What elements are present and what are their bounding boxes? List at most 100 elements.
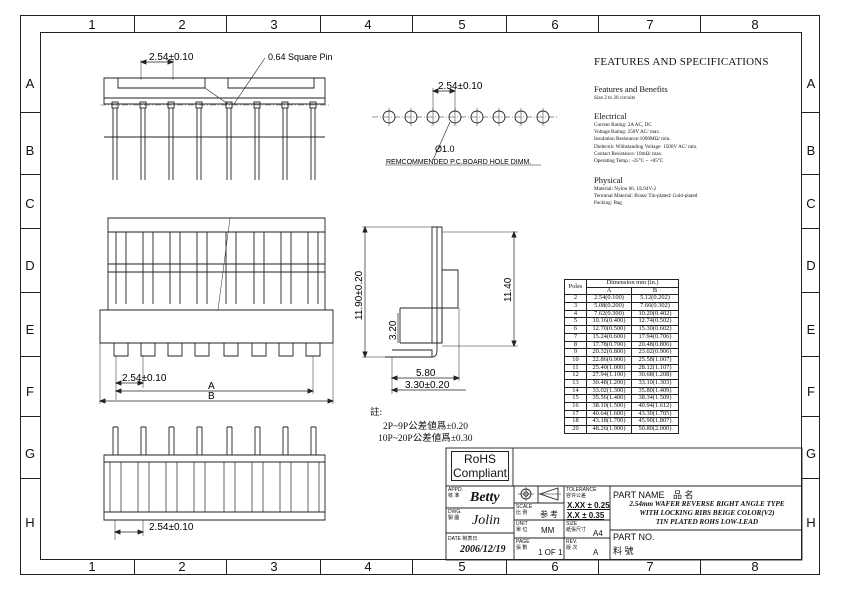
dim-a-cell: 22.86(0.900) <box>586 355 632 365</box>
size-cn: 紙張尺寸 <box>566 526 587 533</box>
unit-label: UNIT <box>516 521 528 527</box>
dwg-cn: 製 圖 <box>448 514 460 521</box>
row-label: E <box>25 322 35 337</box>
side-view <box>362 225 518 394</box>
col-label: 3 <box>270 17 278 32</box>
page-cn: 張 數 <box>516 544 528 551</box>
poles-cell: 13 <box>564 378 587 388</box>
row-label: H <box>25 515 35 530</box>
dim-a-cell: 48.26(1.900) <box>586 425 632 434</box>
dim-a-cell: 30.48(1.200) <box>586 378 632 388</box>
col-label: 8 <box>751 559 759 574</box>
notes-heading: 註: <box>370 408 383 418</box>
physical-heading: Physical <box>594 175 623 185</box>
dim-b-cell: 25.58(1.007) <box>631 355 679 365</box>
top-pitch-label: 2.54±0.10 <box>149 52 194 63</box>
date-label: DATE 制表日 <box>448 536 478 542</box>
col-label: 4 <box>364 559 372 574</box>
dim-a-cell: 15.24(0.600) <box>586 332 632 342</box>
col-label: 7 <box>646 559 654 574</box>
col-label: 2 <box>178 559 186 574</box>
row-label: D <box>25 258 35 273</box>
hole-dia-label: Ø1.0 <box>435 144 455 154</box>
row-label: D <box>806 258 816 273</box>
side-580-label: 5.80 <box>416 368 436 379</box>
rev-label: REV. <box>566 539 578 545</box>
side-pin-label: 3.20 <box>388 320 399 340</box>
page-value: 1 OF 1 <box>538 548 563 557</box>
features-title: FEATURES AND SPECIFICATIONS <box>594 56 769 68</box>
dim-b-cell: 17.94(0.706) <box>631 332 679 342</box>
part-name-label: PART NAME <box>613 490 665 500</box>
row-label: G <box>805 446 817 461</box>
size-value: A4 <box>593 529 603 538</box>
col-label: 1 <box>88 17 96 32</box>
dim-a-label: A <box>208 381 215 392</box>
side-330-label: 3.30±0.20 <box>405 380 450 391</box>
col-label: 6 <box>551 559 559 574</box>
row-label: E <box>806 322 816 337</box>
tolerance-label-block: TOLERANCE 容许公差 <box>566 487 597 499</box>
dim-b-cell: 33.10(1.303) <box>631 378 679 388</box>
benefits-text: Size 2 to 20 circuits <box>594 95 636 101</box>
sheet-inner-frame <box>40 32 802 560</box>
row-label: B <box>806 143 816 158</box>
col-label: 6 <box>551 17 559 32</box>
dim-b-label: B <box>208 391 215 402</box>
bottom-pitch-label: 2.54±0.10 <box>149 522 194 533</box>
dim-b-cell: 50.80(2.000) <box>631 425 679 434</box>
side-height-label: 11.90±0.20 <box>354 270 365 320</box>
rohs-badge: RoHS Compliant <box>451 451 509 481</box>
col-label: 8 <box>751 17 759 32</box>
rohs-line2: Compliant <box>452 466 508 480</box>
appd-name: Betty <box>470 490 500 505</box>
col-label: 5 <box>458 559 466 574</box>
appd-cn: 核 准 <box>448 492 460 499</box>
benefits-heading: Features and Benefits <box>594 84 668 94</box>
rev-label-block: REV. 版 次 <box>566 539 578 551</box>
appd-label-block: APPD. 核 准 <box>448 487 463 499</box>
rev-cn: 版 次 <box>566 544 578 551</box>
tolerance-value-2: X.X ± 0.35 <box>567 511 605 520</box>
row-label: A <box>806 76 816 91</box>
front-pitch-label: 2.54±0.10 <box>122 373 167 384</box>
dwg-name: Jolin <box>472 513 500 528</box>
scale-value: 参 考 <box>540 510 558 519</box>
physical-text: Material: Nylon 66, UL94V-2 Terminal Mat… <box>594 186 698 207</box>
pcb-hole-pattern <box>372 88 558 166</box>
poles-header: Poles <box>564 278 587 296</box>
hole-caption: REMCOMMENDED P.C.BOARD HOLE DIMM. <box>386 159 531 166</box>
poles-cell: 10 <box>564 355 587 365</box>
row-label: A <box>25 76 35 91</box>
unit-value: MM <box>541 526 555 535</box>
part-name-label-row: PART NAME 品 名 <box>613 488 694 501</box>
rohs-line1: RoHS <box>463 452 496 466</box>
row-label: F <box>26 384 34 399</box>
unit-label-block: UNIT 單 位 <box>516 521 528 533</box>
date-value: 2006/12/19 <box>460 544 506 555</box>
scale-cn: 比 例 <box>516 509 528 516</box>
col-label: 4 <box>364 17 372 32</box>
tolerance-label: TOLERANCE <box>566 487 597 493</box>
poles-cell: 7 <box>564 332 587 342</box>
dwg-label-block: DWG. 製 圖 <box>448 509 462 521</box>
size-label: SIZE <box>566 521 578 527</box>
col-label: 3 <box>270 559 278 574</box>
part-name-line3: TIN PLATED ROHS LOW-LEAD <box>655 518 759 526</box>
row-label: B <box>25 143 35 158</box>
part-name-cn: 品 名 <box>673 490 694 500</box>
dwg-label: DWG. <box>448 509 462 515</box>
row-label: C <box>25 196 35 211</box>
page-label-block: PAGE 張 數 <box>516 539 530 551</box>
dimension-header: Dimension mm (in.) <box>586 279 679 288</box>
size-label-block: SIZE 紙張尺寸 <box>566 521 587 533</box>
front-view <box>98 217 335 404</box>
col-label: 5 <box>458 17 466 32</box>
notes-line1: 2P~9P公差値爲±0.20 <box>383 422 469 432</box>
